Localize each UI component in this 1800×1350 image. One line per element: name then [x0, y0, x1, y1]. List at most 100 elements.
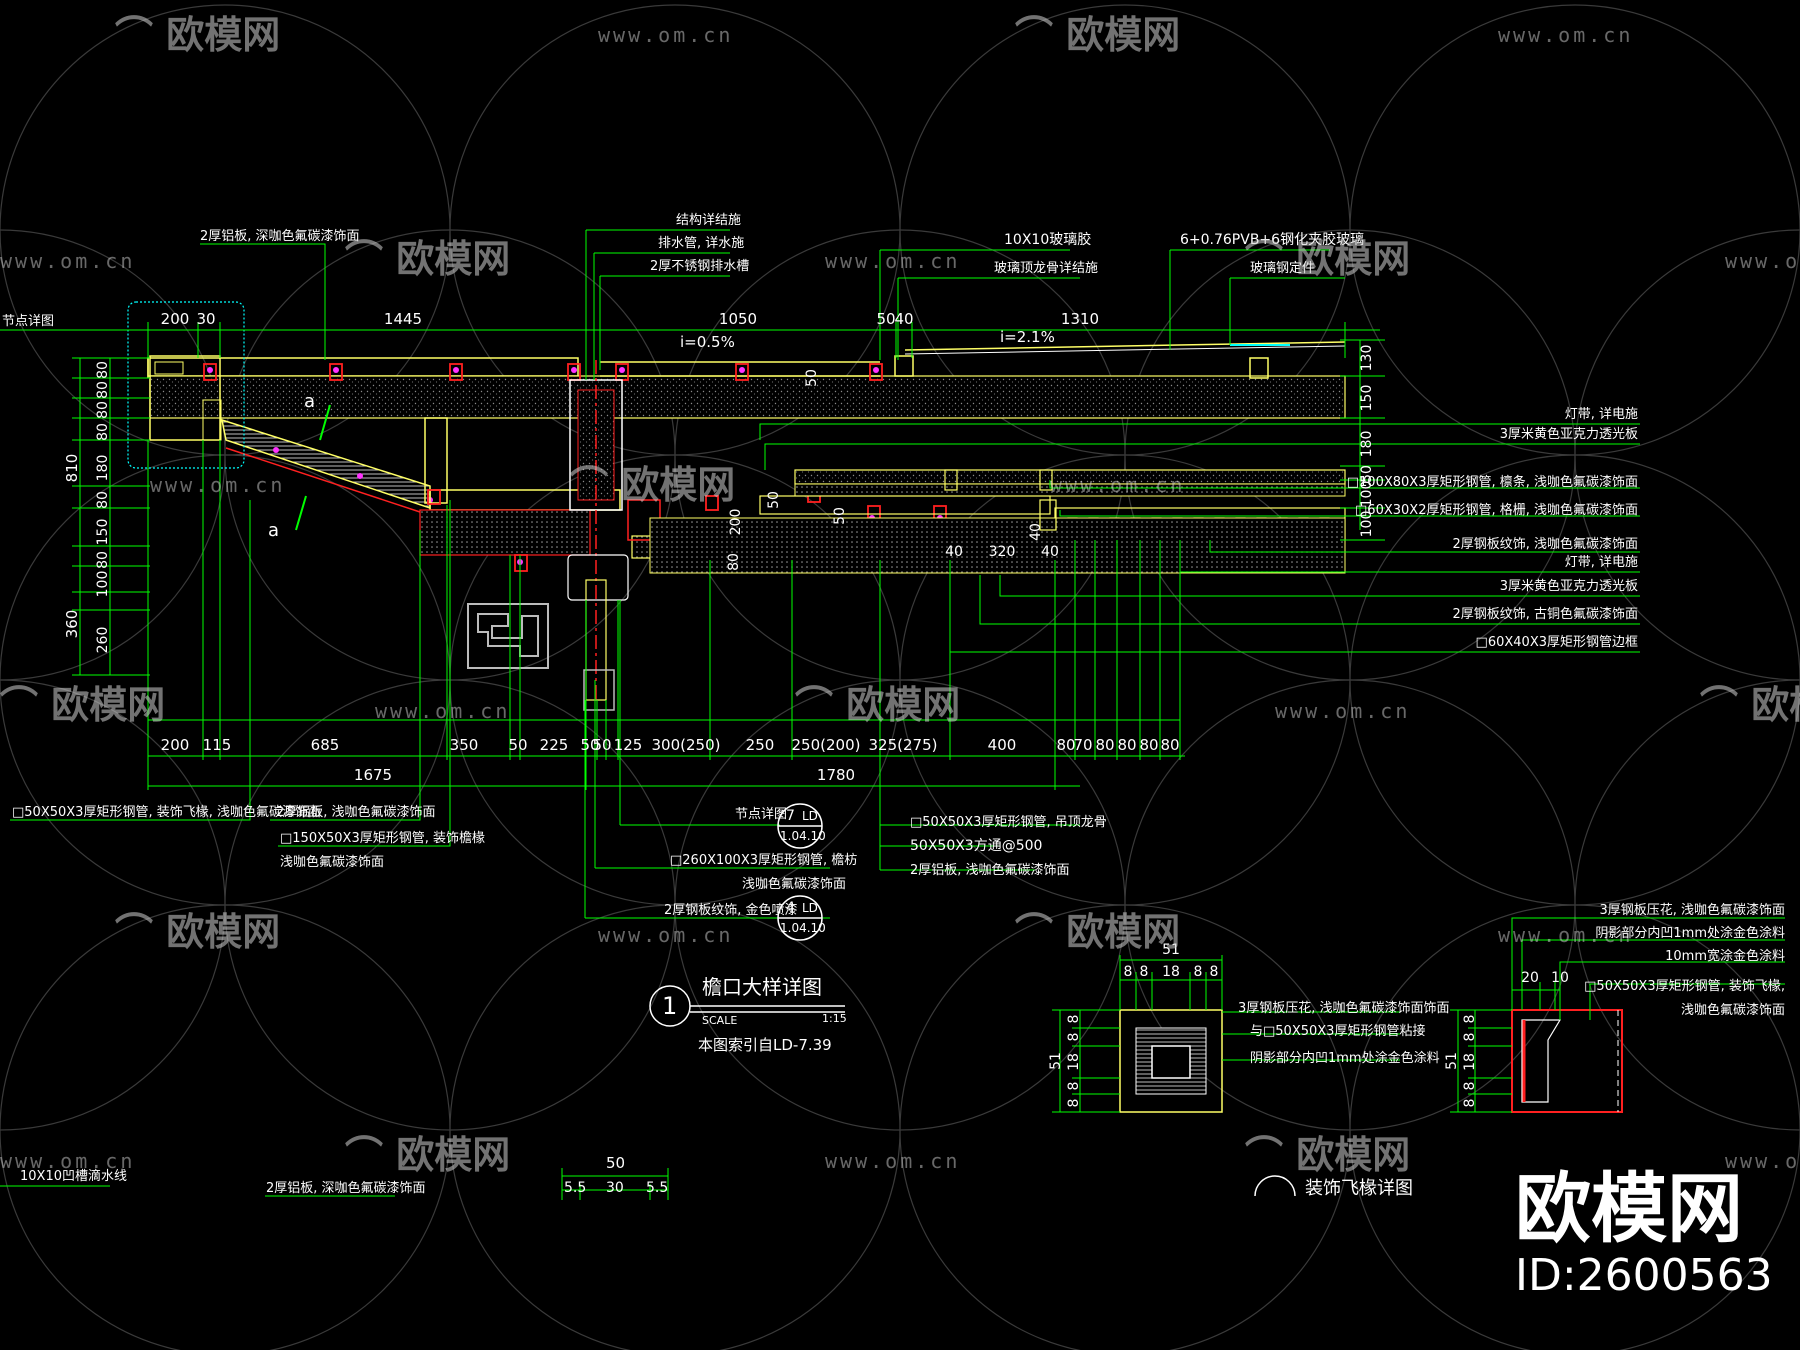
right-callout-label: 3厚米黄色亚克力透光板: [1500, 578, 1638, 594]
label-gutter: 2厚不锈钢排水槽: [650, 259, 749, 274]
label-node-detail-top: 节点详图: [2, 314, 54, 329]
watermark-url: www.om.cn: [1725, 249, 1800, 273]
right-dimension: 180: [1359, 431, 1375, 458]
watermark-logo: ⌒ 欧模网: [795, 683, 960, 727]
bottom-dimension: 250: [746, 736, 775, 754]
watermark-url: www.om.cn: [375, 699, 510, 723]
watermark-circle: [0, 679, 226, 1131]
right-callout-label: 灯带, 详电施: [1565, 555, 1638, 570]
bottom-dimension: 80: [1095, 736, 1114, 754]
watermark-logo: ⌒ 欧模网: [570, 463, 735, 507]
bottom-dimension: 200: [161, 736, 190, 754]
bottom-dimension: 350: [450, 736, 479, 754]
ref1-sheet: 1.04.10: [780, 829, 826, 843]
right-detail-dimension: 10: [1551, 970, 1569, 986]
right-detail-label-1: 3厚钢板压花, 浅咖色氟碳漆饰面: [1599, 902, 1785, 918]
small-detail-dimension: 8: [1194, 964, 1203, 980]
top-dimension: 1445: [384, 310, 422, 328]
ref2-code: LD: [802, 901, 818, 915]
inner-dimension: 50: [832, 507, 848, 525]
watermark-logo: ⌒ 欧模网: [1700, 683, 1800, 727]
right-detail-label-3: 10mm宽涂金色涂料: [1665, 948, 1785, 964]
left-dimension: 150: [95, 519, 111, 546]
watermark-circle: [0, 229, 226, 681]
bottom-dimension: 80: [1139, 736, 1158, 754]
right-dimension: 100: [1359, 511, 1375, 538]
top-dimension: 40: [894, 310, 913, 328]
small-detail-total: 51: [1162, 942, 1180, 958]
partial-dim-1: 5.5: [564, 1180, 586, 1196]
right-detail-label-2: 阴影部分内凹1mm处涂金色涂料: [1595, 925, 1785, 941]
small-detail-left-dimension: 8: [1066, 1015, 1082, 1024]
left-dimension: 80: [95, 361, 111, 379]
label-structure: 结构详结施: [676, 213, 741, 228]
bottom-dimension: 400: [988, 736, 1017, 754]
bottom-dimension: 325(275): [869, 736, 938, 754]
left-dimension: 100: [95, 571, 111, 598]
label-glass-frame: 玻璃顶龙骨详结施: [994, 261, 1098, 276]
partial-dim-2: 30: [606, 1180, 624, 1196]
small-detail-label-3: 阴影部分内凹1mm处涂金色涂料: [1250, 1050, 1440, 1066]
watermark-url: www.om.cn: [1498, 23, 1633, 47]
bottom-dimension: 685: [311, 736, 340, 754]
bottom-dimension: 125: [614, 736, 643, 754]
watermark-url: www.om.cn: [825, 1149, 960, 1173]
section-mark-a2: a: [268, 520, 279, 541]
bottom-dimension: 50: [592, 736, 611, 754]
watermark-url: www.om.cn: [598, 923, 733, 947]
small-detail-label-2: 与□50X50X3厚矩形钢管粘接: [1250, 1023, 1425, 1039]
small-detail-left-dimension: 8: [1066, 1099, 1082, 1108]
bottom-dimension: 70: [1073, 736, 1092, 754]
watermark-logo: ⌒ 欧模网: [1015, 910, 1180, 954]
ref2-number: 4: [786, 900, 795, 916]
watermark-url: www.om.cn: [1498, 923, 1633, 947]
label-left-finish: 2厚铝板, 深咖色氟碳漆饰面: [200, 228, 360, 244]
dimension-lines: [0, 229, 1640, 919]
label-node-detail-bottom: 节点详图: [735, 807, 787, 822]
watermark-url: www.om.cn: [0, 249, 135, 273]
flying-rafter-section-b: [1450, 917, 1785, 1113]
partial-section-title: 装饰飞椽详图: [1305, 1178, 1413, 1199]
watermark-url: www.om.cn: [598, 23, 733, 47]
watermark-circles: [0, 4, 1800, 1350]
right-detail-label-4: □50X50X3厚矩形钢管, 装饰飞椽,: [1584, 979, 1785, 994]
right-detail-left-dimension: 8: [1462, 1099, 1478, 1108]
watermark-logo-big: 欧模网: [1515, 1164, 1743, 1253]
watermark-circle: [1349, 904, 1800, 1350]
right-detail-dimension: 20: [1521, 970, 1539, 986]
right-callout-label: 灯带, 详电施: [1565, 407, 1638, 422]
label-beam-finish: 浅咖色氟碳漆饰面: [742, 876, 846, 892]
right-dimension: 150: [1359, 385, 1375, 412]
bottom-dimension: 225: [540, 736, 569, 754]
watermark-logo: ⌒ 欧模网: [1015, 13, 1180, 57]
inner-dimension: 40: [1041, 544, 1059, 560]
watermark-logo: ⌒ 欧模网: [345, 237, 510, 281]
label-square-tube: 50X50X3方通@500: [910, 838, 1042, 854]
right-callout-label: □60X30X2厚矩形钢管, 格栅, 浅咖色氟碳漆饰面: [1355, 502, 1638, 518]
right-callout-label: 2厚钢板纹饰, 古铜色氟碳漆饰面: [1452, 606, 1638, 622]
small-detail-dimension: 8: [1210, 964, 1219, 980]
detail-number: 1: [662, 992, 677, 1020]
bottom-dimension: 80: [1160, 736, 1179, 754]
bottom-dimension: 115: [203, 736, 232, 754]
watermark-logo: ⌒ 欧模网: [1245, 237, 1410, 281]
left-dimension: 80: [95, 491, 111, 509]
watermark-circle: [449, 904, 901, 1350]
left-dimension: 80: [95, 401, 111, 419]
small-detail-left-dimension: 18: [1066, 1053, 1082, 1071]
bottom-dimension: 50: [580, 736, 599, 754]
small-detail-label-1: 3厚钢板压花, 浅咖色氟碳漆饰面饰面: [1238, 1000, 1450, 1016]
label-glass-fix: 玻璃钢定件: [1250, 261, 1315, 276]
left-total-dimension: 810: [63, 454, 81, 483]
top-dimension: 30: [196, 310, 215, 328]
label-flying-rafter: □50X50X3厚矩形钢管, 装饰飞椽, 浅咖色氟碳漆饰面: [12, 804, 321, 820]
bottom-dimension: 50: [508, 736, 527, 754]
watermark-url: www.om.cn: [1725, 1149, 1800, 1173]
detail-scale-value: 1:15: [822, 1012, 847, 1025]
small-detail-left-dimension: 8: [1066, 1033, 1082, 1042]
watermark-logo: ⌒ 欧模网: [115, 13, 280, 57]
watermark-logo: ⌒ 欧模网: [345, 1133, 510, 1177]
left-dimension: 80: [95, 423, 111, 441]
watermark-layer: ⌒ 欧模网 ⌒ 欧模网 ⌒ 欧模网 ⌒ 欧模网 ⌒ 欧模网 ⌒ 欧模网 ⌒ 欧模网 ⌒ 欧模网…: [0, 13, 1800, 1177]
